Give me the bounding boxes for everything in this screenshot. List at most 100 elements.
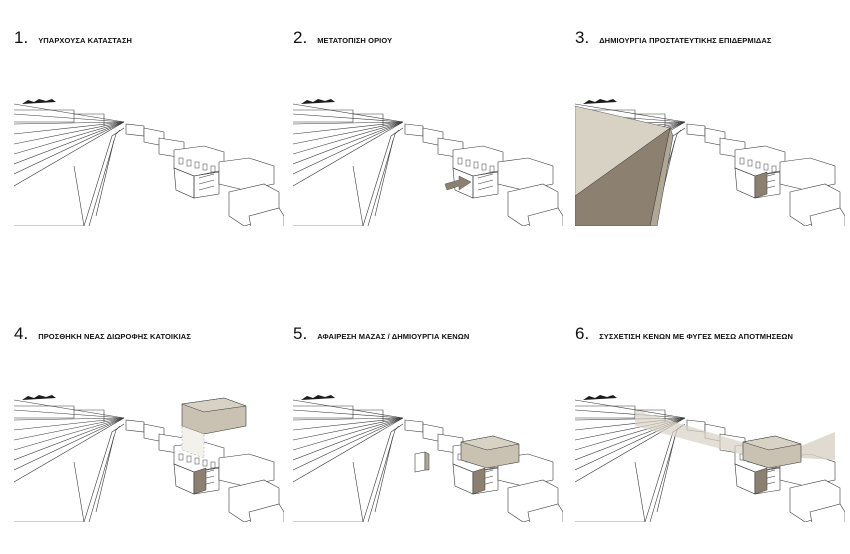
shaded-facade bbox=[472, 467, 486, 495]
facade-edge bbox=[656, 435, 676, 513]
removed-mass bbox=[414, 451, 426, 473]
scene bbox=[14, 99, 284, 226]
building-block bbox=[779, 157, 836, 191]
massing-svg bbox=[14, 395, 284, 522]
facade-edge bbox=[88, 129, 121, 226]
building-block bbox=[125, 123, 145, 137]
step-heading: 3.ΔΗΜΙΟΥΡΓΙΑ ΠΡΟΣΤΑΤΕΥΤΙΚΗΣ ΕΠΙΔΕΡΜΙΔΑΣ bbox=[575, 28, 772, 52]
step-3: 3.ΔΗΜΙΟΥΡΓΙΑ ΠΡΟΣΤΑΤΕΥΤΙΚΗΣ ΕΠΙΔΕΡΜΙΔΑΣ bbox=[575, 28, 845, 258]
far-building bbox=[74, 113, 105, 126]
street-line bbox=[14, 409, 125, 419]
building-block bbox=[173, 167, 195, 199]
step-title: ΜΕΤΑΤΟΠΙΣΗ ΟΡΙΟΥ bbox=[317, 36, 393, 45]
street-line bbox=[293, 417, 404, 483]
facade-edge bbox=[374, 139, 394, 217]
facade-detail bbox=[477, 173, 494, 191]
step-number: 5. bbox=[293, 324, 308, 343]
street-line bbox=[14, 121, 125, 187]
step-title: ΣΥΣΧΕΤΙΣΗ ΚΕΝΩΝ ΜΕ ΦΥΓΕΣ ΜΕΣΩ ΑΠΟΤΜΗΣΕΩΝ bbox=[599, 332, 794, 341]
window bbox=[489, 165, 495, 173]
step-number: 2. bbox=[293, 28, 308, 47]
building-block bbox=[734, 145, 786, 177]
far-building bbox=[293, 109, 354, 123]
facade-detail bbox=[198, 173, 215, 191]
facade-edge bbox=[367, 129, 400, 226]
massing-svg bbox=[14, 99, 284, 226]
street-line bbox=[14, 103, 125, 123]
tree-silhouette bbox=[301, 395, 335, 400]
street-line bbox=[293, 417, 404, 451]
building-block bbox=[248, 207, 284, 226]
street-line bbox=[14, 121, 125, 145]
street-line bbox=[293, 103, 404, 123]
window bbox=[465, 159, 471, 167]
building-block bbox=[809, 503, 845, 522]
street-line bbox=[293, 121, 404, 155]
arrow-icon bbox=[444, 175, 472, 191]
window bbox=[481, 163, 487, 171]
protective-skin-edge bbox=[649, 127, 674, 226]
window bbox=[210, 461, 216, 469]
window bbox=[178, 453, 184, 461]
building-block bbox=[527, 207, 563, 226]
building-block bbox=[125, 419, 145, 433]
building-block bbox=[248, 503, 284, 522]
scene bbox=[575, 395, 845, 522]
tree-silhouette bbox=[22, 99, 56, 104]
street-line bbox=[14, 417, 125, 441]
shaded-facade bbox=[193, 467, 207, 495]
step-title: ΑΦΑΙΡΕΣΗ ΜΑΖΑΣ / ΔΗΜΙΟΥΡΓΙΑ ΚΕΝΩΝ bbox=[317, 332, 470, 341]
window bbox=[194, 457, 200, 465]
street-line bbox=[14, 417, 125, 483]
window bbox=[210, 165, 216, 173]
facade-edge bbox=[88, 425, 121, 522]
step-heading: 4.ΠΡΟΣΘΗΚΗ ΝΕΑΣ ΔΙΩΡΟΦΗΣ ΚΑΤΟΙΚΙΑΣ bbox=[14, 324, 191, 348]
massing-svg bbox=[293, 395, 563, 522]
window bbox=[747, 159, 753, 167]
building-block bbox=[218, 453, 275, 487]
window bbox=[755, 161, 761, 169]
step-heading: 5. ΑΦΑΙΡΕΣΗ ΜΑΖΑΣ / ΔΗΜΙΟΥΡΓΙΑ ΚΕΝΩΝ bbox=[293, 324, 469, 348]
street-line bbox=[293, 121, 404, 125]
protective-skin bbox=[575, 127, 671, 226]
street-line bbox=[293, 417, 404, 441]
far-building bbox=[353, 113, 384, 126]
window bbox=[202, 163, 208, 171]
street-line bbox=[14, 121, 125, 165]
residence-roof bbox=[460, 435, 520, 451]
scene bbox=[575, 99, 845, 226]
far-building bbox=[14, 109, 75, 123]
massing-drawing bbox=[14, 66, 284, 226]
scene bbox=[14, 395, 284, 522]
street-line bbox=[14, 417, 125, 471]
street-line bbox=[293, 417, 404, 461]
vista-wedge bbox=[635, 410, 755, 458]
step-5: 5. ΑΦΑΙΡΕΣΗ ΜΑΖΑΣ / ΔΗΜΙΟΥΡΓΙΑ ΚΕΝΩΝ bbox=[293, 324, 563, 554]
step-4: 4.ΠΡΟΣΘΗΚΗ ΝΕΑΣ ΔΙΩΡΟΦΗΣ ΚΑΤΟΙΚΙΑΣ bbox=[14, 324, 284, 554]
facade-edge bbox=[367, 425, 400, 522]
tree-silhouette bbox=[22, 395, 56, 400]
massing-drawing bbox=[575, 362, 845, 522]
street-line bbox=[575, 417, 686, 421]
step-number: 6. bbox=[575, 324, 590, 343]
step-heading: 1.ΥΠΑΡΧΟΥΣΑ ΚΑΤΑΣΤΑΣΗ bbox=[14, 28, 132, 52]
window bbox=[771, 165, 777, 173]
street-line bbox=[293, 417, 404, 431]
window bbox=[202, 459, 208, 467]
building-block bbox=[452, 145, 504, 177]
street-line bbox=[293, 417, 404, 421]
tree-silhouette bbox=[583, 395, 617, 400]
building-block bbox=[404, 123, 424, 137]
tree-silhouette bbox=[301, 99, 335, 104]
building-block bbox=[173, 145, 225, 177]
window bbox=[186, 455, 192, 463]
street-line bbox=[293, 399, 404, 419]
street-line bbox=[14, 121, 125, 135]
facade-edge bbox=[352, 165, 364, 226]
street-line bbox=[293, 121, 404, 187]
facade-edge bbox=[95, 435, 115, 513]
window bbox=[178, 157, 184, 165]
facade-edge bbox=[649, 425, 682, 522]
new-residence-roof bbox=[181, 397, 247, 413]
building-block bbox=[218, 157, 275, 191]
